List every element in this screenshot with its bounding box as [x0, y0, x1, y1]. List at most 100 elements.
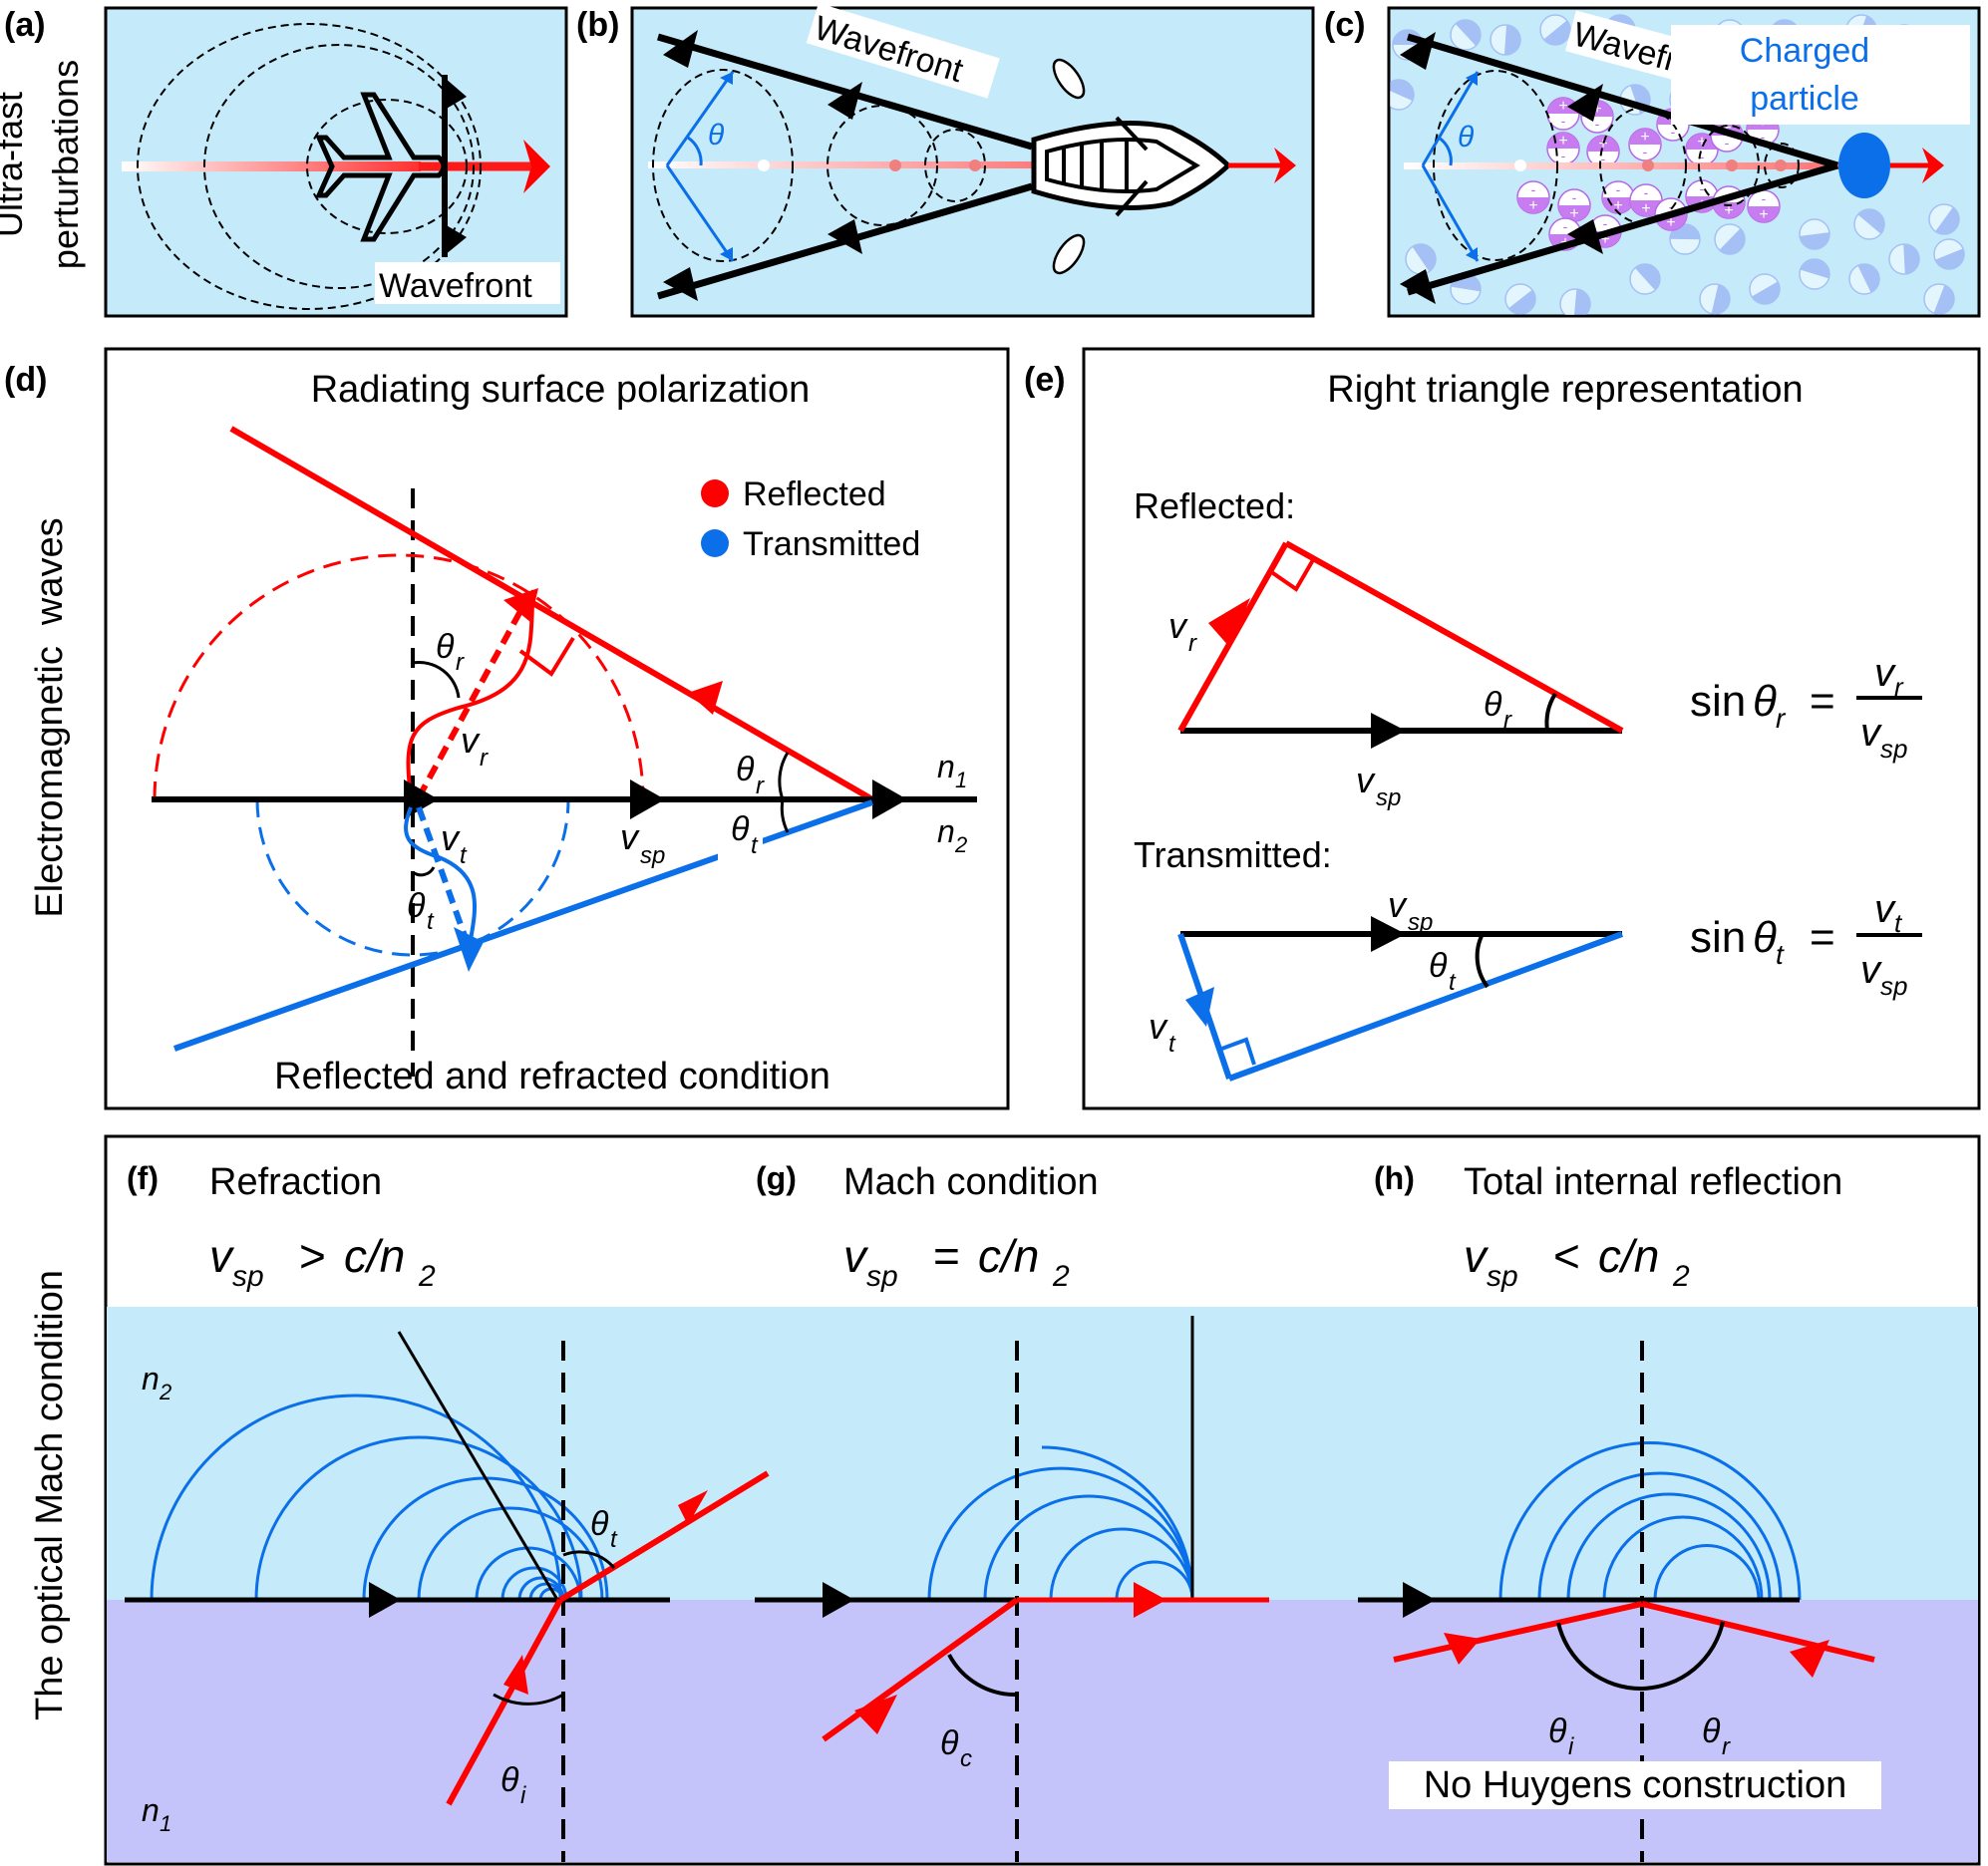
svg-text:v: v	[1464, 1230, 1490, 1282]
svg-text:r: r	[1722, 1733, 1731, 1760]
arrow-icon	[1466, 72, 1478, 86]
svg-text:v: v	[1860, 948, 1882, 992]
panel-c: (c) +-+-+-+-+-+-+-+-+-+-+-+-+-+-+-+-+-+-…	[1324, 6, 1981, 318]
svg-text:θ: θ	[1753, 677, 1777, 726]
wavelet-arc	[983, 1494, 1194, 1601]
reflected-arrow-icon	[1790, 1640, 1829, 1678]
panel-g-condition: v sp = c/n 2	[843, 1230, 1070, 1293]
wave-circles	[652, 69, 986, 262]
svg-text:v: v	[441, 817, 461, 858]
svg-text:+: +	[1722, 120, 1731, 137]
svg-text:+: +	[1697, 134, 1706, 151]
wavelet-arc	[1602, 1515, 1764, 1601]
label-theta-r: θ r	[1484, 686, 1512, 734]
wavefront-upper	[1406, 33, 1839, 169]
svg-text:θ: θ	[590, 1505, 609, 1543]
huygens-wavelets	[1498, 1441, 1802, 1601]
reflected-wave	[406, 589, 535, 798]
wavelet-arc	[1537, 1471, 1783, 1601]
motion-arrow-icon	[523, 140, 550, 193]
right-angle-marker	[1218, 1037, 1256, 1066]
label-bg	[718, 837, 763, 867]
label-n1: n 1	[937, 749, 967, 792]
row-label-top: Ultra-fast perturbations	[0, 60, 86, 269]
reflected-huygens-arc	[153, 553, 645, 800]
svg-text:r: r	[1894, 672, 1904, 702]
svg-text:θ: θ	[1484, 686, 1502, 724]
panel-fgh: n 2 n 1 (f) Refraction v sp > c/n 2	[104, 1134, 1981, 1866]
panel-label-e: (e)	[1024, 361, 1066, 399]
wave-circle	[1764, 143, 1800, 188]
panel-label-b: (b)	[576, 6, 619, 44]
wavefront-line	[397, 1331, 558, 1599]
faded-dipole	[1405, 243, 1437, 275]
incident-ray	[446, 1598, 563, 1806]
polarized-dipole: +-	[1747, 189, 1781, 223]
reflected-wavefront	[229, 426, 874, 802]
svg-text:θ: θ	[1429, 947, 1448, 985]
svg-text:v: v	[1356, 760, 1376, 800]
theta-i-arc	[493, 1693, 564, 1706]
svg-text:-: -	[1669, 198, 1674, 214]
wavefront-arrow-icon	[828, 82, 862, 120]
transmitted-arrow-icon	[678, 1490, 708, 1525]
svg-text:v: v	[1388, 884, 1408, 925]
label-vsp: v sp	[620, 816, 665, 869]
panel-b: (b) θ Wavefront	[576, 2, 1315, 318]
wave-circle	[924, 129, 986, 202]
wave-circle	[652, 69, 794, 262]
vsp-arrow-icon	[823, 1582, 854, 1618]
svg-text:v: v	[1168, 605, 1188, 646]
faded-dipole	[1853, 208, 1885, 240]
wavefront-label: Wavefront	[379, 267, 532, 305]
svg-text:θ: θ	[1753, 913, 1777, 962]
svg-text:v: v	[1874, 887, 1896, 931]
svg-text:i: i	[520, 1782, 526, 1809]
svg-text:v: v	[1860, 711, 1882, 755]
equation-reflected: sin θ r = v r v sp	[1690, 651, 1922, 764]
svg-text:sp: sp	[1487, 1260, 1518, 1293]
svg-text:+: +	[1528, 197, 1537, 214]
svg-text:v: v	[1874, 651, 1896, 695]
svg-text:sp: sp	[640, 842, 665, 869]
label-theta-t-apex: θ t	[731, 810, 759, 859]
polarized-dipole: +-	[1628, 128, 1662, 161]
svg-text:-: -	[1572, 189, 1577, 205]
theta-label: θ	[1458, 121, 1475, 154]
faded-dipole	[1933, 238, 1965, 270]
label-bg	[1671, 25, 1970, 125]
faded-dipole	[1848, 263, 1880, 295]
svg-text:t: t	[1449, 969, 1457, 996]
transmitted-arrow-icon	[454, 927, 484, 972]
svg-text:-: -	[1601, 151, 1606, 166]
wavefront-arrow-icon	[663, 267, 698, 301]
label-n1: n 1	[142, 1792, 171, 1836]
svg-text:-: -	[1616, 181, 1621, 197]
panel-h: (h) Total internal reflection v sp < c/n…	[1358, 1160, 1881, 1862]
charged-particle-label-line1: Charged	[1740, 32, 1869, 70]
hypotenuse-reflected	[1284, 540, 1624, 734]
theta-t-apex-arc	[780, 798, 790, 833]
svg-text:n: n	[937, 749, 955, 784]
svg-text:t: t	[610, 1526, 618, 1553]
svg-text:sp: sp	[1880, 971, 1907, 1001]
label-vr: v r	[1168, 605, 1197, 657]
theta-t-arc	[1475, 933, 1490, 989]
svg-text:=: =	[933, 1230, 960, 1282]
svg-text:+: +	[1724, 202, 1733, 219]
svg-text:+: +	[1641, 200, 1650, 217]
wavefront-arrow-icon	[828, 219, 862, 254]
svg-text:+: +	[1666, 214, 1675, 231]
svg-text:θ: θ	[736, 751, 755, 788]
label-n2: n 2	[142, 1361, 171, 1404]
arrow-icon	[720, 247, 733, 261]
svg-text:+: +	[1558, 133, 1567, 150]
faded-dipole	[1799, 258, 1830, 290]
arrow-icon	[1466, 247, 1478, 261]
label-vt: v t	[441, 817, 468, 869]
panel-f: (f) Refraction v sp > c/n 2 θ t	[125, 1160, 770, 1862]
wave-circle	[306, 99, 468, 234]
faded-dipole	[1928, 203, 1960, 235]
svg-text:-: -	[1762, 190, 1767, 206]
theta-t-arc	[412, 866, 436, 877]
